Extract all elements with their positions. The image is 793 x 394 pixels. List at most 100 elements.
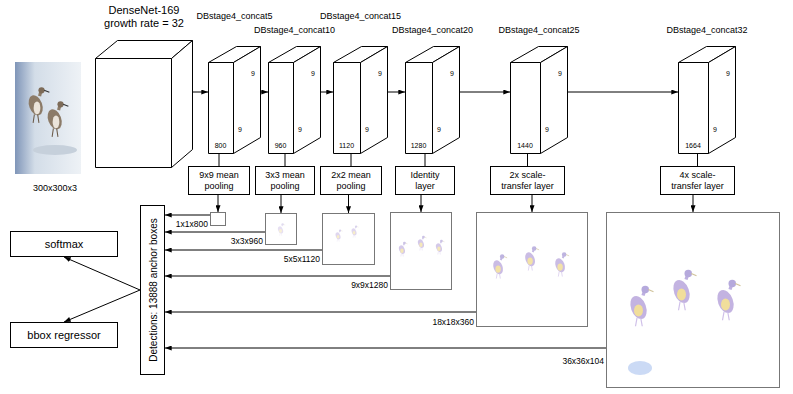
arrow-connector [285,154,286,166]
feature-map: 5x5x1120 [322,213,375,265]
layer-box: 9x9 mean pooling [188,166,250,195]
node-label: 9 [437,126,441,134]
arrow-connector [165,312,476,313]
node-label: 5x5x1120 [284,254,320,264]
cube-outline [510,46,568,154]
cube-face [96,59,172,168]
arrow-connector [281,195,282,213]
node-label: 800 [208,142,233,150]
layer-box: softmax [10,231,118,257]
node-label: Identity layer [400,170,450,191]
node-label: 9 [450,70,454,78]
feature-cube: DBstage4_concat25144099 [510,46,568,154]
layer-box: 4x scale-transfer layer [660,166,735,195]
bird [351,225,359,237]
node-label: DBstage4_concat32 [666,26,747,36]
node-label: 9 [251,70,255,78]
node-label: DBstage4_concat5 [196,12,272,22]
cube-face [679,63,709,154]
node-label: 9 [311,70,315,78]
node-label: 1440 [510,142,540,150]
cube-outline [678,46,736,154]
arrow-connector [64,290,140,322]
cube-face [294,47,321,154]
input-image [15,62,81,174]
bird [714,280,740,321]
arrow-connector [351,154,352,166]
cube-outline [268,46,321,154]
node-label: softmax [45,238,84,251]
bird [45,101,68,137]
feature-map: 1x1x800 [210,212,226,226]
node-label: bbox regressor [27,329,100,342]
node-label: 9 [545,126,549,134]
arrow-connector [697,154,698,166]
dimension-label: 300x300x3 [33,183,77,193]
layer-box: 3x3 mean pooling [255,166,315,195]
feature-cube: DBstage4_concat580099 [208,46,261,154]
cube-face [269,63,294,154]
arrow-connector [261,92,268,93]
arrow-connector [219,154,220,166]
bird [553,252,569,276]
cube-face [209,63,234,154]
node-label: 9 [713,126,717,134]
arrow-connector [425,154,426,166]
node-label: 36x36x104 [562,356,604,366]
node-label: 9x9x1280 [351,280,388,290]
node-label: 9 [378,70,382,78]
feature-cube: DBstage4_concat15112099 [333,46,388,154]
cube-face [334,63,361,154]
arrow-connector [165,348,606,349]
feature-map: 36x36x104 [606,212,780,388]
feature-map: 3x3x960 [265,213,297,245]
cube-face [361,47,388,154]
node-label: 3x3x960 [231,236,263,246]
node-label: 9x9 mean pooling [193,170,245,191]
cube-outline [405,46,460,154]
bird [417,236,427,251]
node-label: 9 [558,70,562,78]
bird [277,223,285,236]
detections-box: Detections: 13888 anchor boxes [140,205,165,375]
node-label: 9 [238,126,242,134]
arrow-connector [218,195,219,212]
arrow-connector [527,154,528,166]
node-label: 2x2 mean pooling [325,170,377,191]
node-label: 9 [298,126,302,134]
cube-outline [95,40,193,168]
arrow-connector [532,195,533,212]
node-label: DenseNet-169 growth rate = 32 [94,4,194,29]
feature-cube: DenseNet-169 growth rate = 32 [95,40,193,168]
feature-cube: DBstage4_concat20128099 [405,46,460,154]
cube-outline [208,46,261,154]
arrow-connector [165,276,390,277]
shadow [33,145,77,155]
node-label: 18x18x360 [432,317,474,327]
layer-box: bbox regressor [10,322,118,348]
cube-face [433,47,460,154]
cube-face [172,41,193,168]
node-label: DBstage4_concat15 [320,12,401,22]
feature-map-images [277,223,740,375]
bird [335,229,343,241]
arrow-connector [348,195,349,213]
feature-map: 9x9x1280 [390,212,452,290]
arrow-connector [693,195,694,212]
node-label: 1x1x800 [176,219,208,229]
node-label: 9 [726,70,730,78]
layer-box: 2x scale-transfer layer [490,166,565,195]
bird [491,254,507,278]
node-label: DBstage4_concat20 [392,26,473,36]
arrow-connector [421,195,422,212]
bird [670,270,696,311]
cube-face [511,63,541,154]
color-blob [628,361,652,375]
feature-cube: DBstage4_concat1096099 [268,46,321,154]
snow-ground [15,62,81,174]
node-label: DBstage4_concat10 [254,26,335,36]
node-label: 1280 [405,142,432,150]
bird [523,246,539,270]
arrow-connector [165,232,265,233]
arrow-connector [165,215,210,216]
